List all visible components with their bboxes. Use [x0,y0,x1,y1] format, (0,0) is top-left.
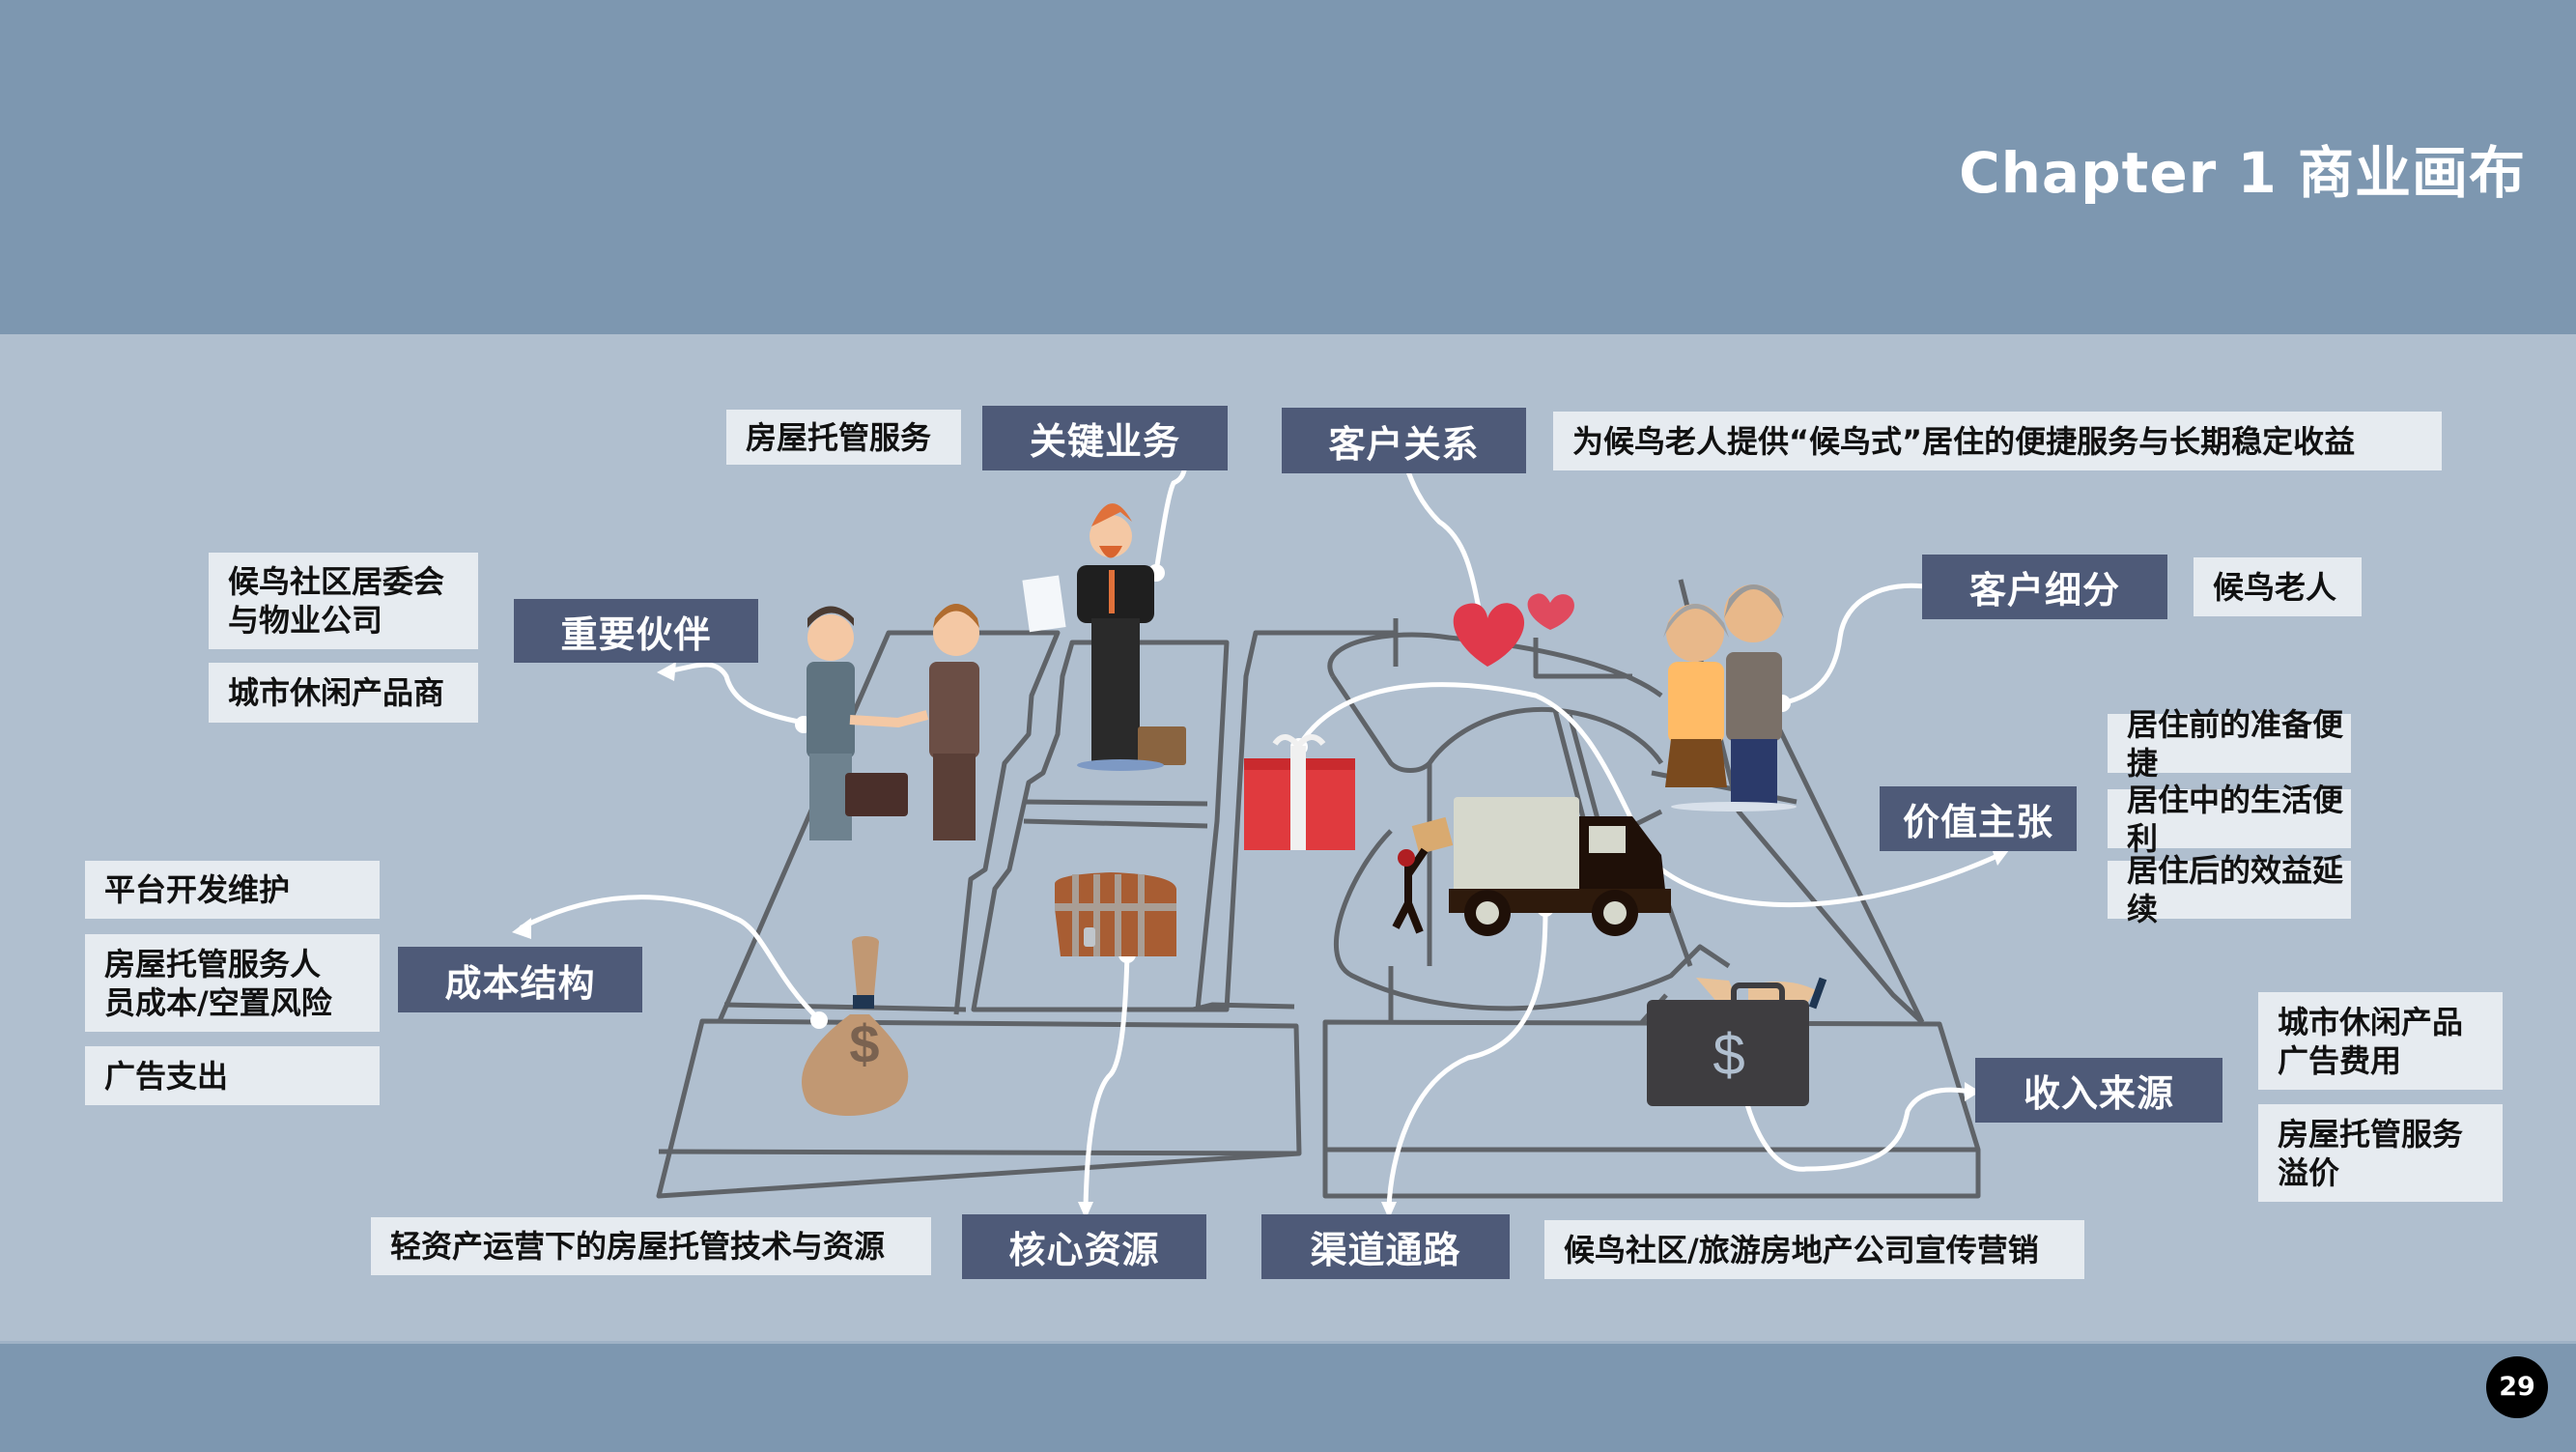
revenue-streams-item-1: 城市休闲产品 广告费用 [2258,992,2503,1090]
cost-structure-item-2: 房屋托管服务人 员成本/空置风险 [85,934,380,1032]
cost-structure-item-1: 平台开发维护 [85,861,380,919]
businessman-with-document-icon [1022,503,1186,771]
header-band [0,0,2576,334]
treasure-chest-icon [1055,872,1176,956]
key-activities-item: 房屋托管服务 [726,410,961,465]
key-partners-item-2: 城市休闲产品商 [209,663,478,723]
key-partners-item-1: 候鸟社区居委会 与物业公司 [209,553,478,649]
handshake-businessmen-icon [807,604,979,840]
customer-relationships-label: 客户关系 [1282,408,1526,473]
key-resources-label: 核心资源 [962,1214,1206,1279]
elderly-couple-icon [1663,584,1797,811]
customer-relationships-item: 为候鸟老人提供“候鸟式”居住的便捷服务与长期稳定收益 [1553,412,2442,470]
money-bag-icon: $ [802,936,909,1116]
revenue-streams-label: 收入来源 [1975,1058,2222,1123]
key-resources-item: 轻资产运营下的房屋托管技术与资源 [371,1217,931,1275]
channels-item: 候鸟社区/旅游房地产公司宣传营销 [1544,1220,2084,1279]
customer-segments-label: 客户细分 [1922,555,2167,619]
footer-band [0,1341,2576,1452]
key-partners-label: 重要伙伴 [514,599,758,663]
customer-segments-item: 候鸟老人 [2194,557,2362,616]
value-propositions-label: 价值主张 [1880,786,2077,851]
value-propositions-item-1: 居住前的准备便捷 [2108,706,2351,782]
svg-text:$: $ [849,1013,879,1074]
gift-box-icon [1244,734,1355,850]
value-propositions-item-2: 居住中的生活便利 [2108,782,2351,857]
delivery-truck-icon [1392,797,1671,936]
value-propositions-item-3: 居住后的效益延续 [2108,852,2351,927]
channels-label: 渠道通路 [1261,1214,1510,1279]
key-activities-label: 关键业务 [982,406,1228,470]
money-briefcase-icon: $ [1647,977,1827,1106]
cost-structure-label: 成本结构 [398,947,642,1012]
hearts-icon [1453,593,1574,667]
page-title: Chapter 1 商业画布 [1959,140,2526,206]
page-number-badge: 29 [2486,1356,2548,1418]
cost-structure-item-3: 广告支出 [85,1046,380,1105]
connector-lines [519,441,2002,1210]
svg-text:$: $ [1713,1022,1744,1087]
revenue-streams-item-2: 房屋托管服务 溢价 [2258,1104,2503,1202]
